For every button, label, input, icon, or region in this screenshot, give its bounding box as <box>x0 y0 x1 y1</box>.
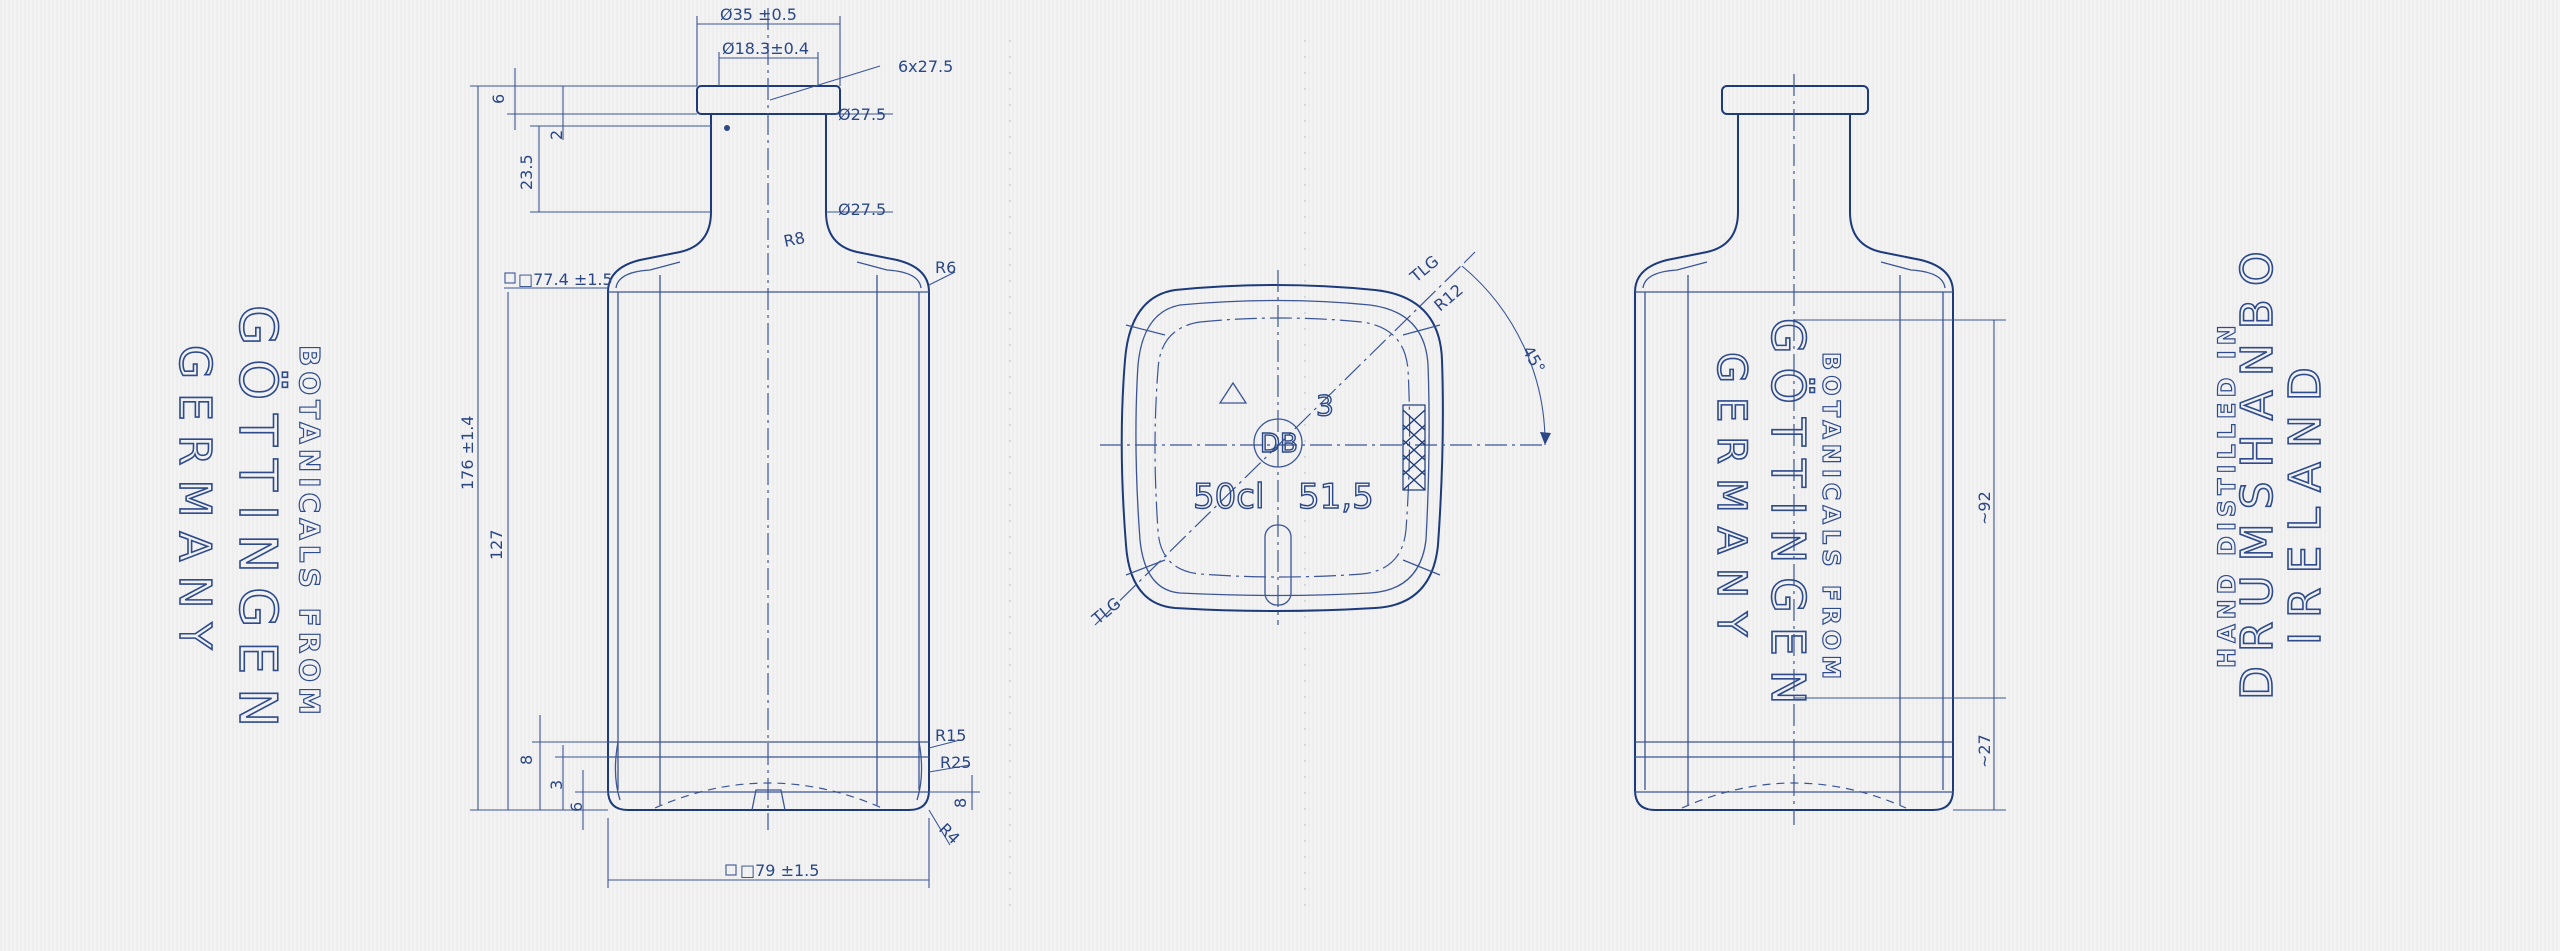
right-label-line3: IRELAND <box>2280 353 2331 645</box>
top-volume: 50cl <box>1193 477 1264 517</box>
right-label-line1: HAND DISTILLED IN <box>2213 320 2241 668</box>
right-label: HAND DISTILLED IN DRUMSHANBO IRELAND <box>2212 236 2331 700</box>
dim-cap-diameter: Ø35 ±0.5 <box>720 5 797 24</box>
side-dim-base: ~27 <box>1975 734 1994 768</box>
top-tlg: TLG <box>1406 252 1443 287</box>
top-code: DB <box>1260 429 1298 459</box>
side-label-line1: BOTANICALS FROM <box>1817 352 1845 684</box>
side-view: ~92 ~27 BOTANICALS FROM GÖTTINGEN GERMAN… <box>1634 74 2006 825</box>
top-view: 45° TLG R12 TLG 3 DB 50cl 51,5 <box>1088 252 1551 629</box>
mould-seam <box>1402 404 1426 491</box>
side-label-line3: GERMANY <box>1708 352 1754 650</box>
code-circle <box>1253 418 1303 468</box>
top-mould-no: 3 <box>1316 389 1334 422</box>
dim-base-square: □79 ±1.5 <box>740 861 819 880</box>
left-label-line3: GERMANY <box>169 345 220 663</box>
dim-base-ring: 8 <box>517 755 536 765</box>
shoulder-inner <box>615 261 922 289</box>
dim-lip: 2 <box>547 130 566 140</box>
dim-base-8: 8 <box>951 798 970 808</box>
bottle-outline <box>607 114 930 811</box>
angle-arc <box>1461 265 1546 446</box>
mould-dot <box>724 125 730 131</box>
left-label: BOTANICALS FROM GÖTTINGEN GERMANY <box>168 304 326 742</box>
dim-thread: 6x27.5 <box>898 57 953 76</box>
dim-shoulder-square: □77.4 ±1.5 <box>518 270 613 289</box>
side-cap <box>1721 85 1869 115</box>
dim-r25: R25 <box>940 753 971 772</box>
top-inner <box>1135 299 1430 597</box>
dim-base-6: 6 <box>567 802 586 812</box>
body-inner <box>617 292 920 790</box>
dim-r4: R4 <box>935 819 963 847</box>
top-tlg-bottom: TLG <box>1088 594 1125 629</box>
top-radius: R12 <box>1430 280 1466 315</box>
front-view: Ø35 ±0.5 Ø18.3±0.4 6x27.5 Ø27.5 Ø27.5 R8… <box>458 5 980 888</box>
top-corner-lines <box>1125 324 1441 576</box>
right-label-line2: DRUMSHANBO <box>2232 237 2283 700</box>
left-label-line2: GÖTTINGEN <box>227 305 288 741</box>
top-angle: 45° <box>1519 343 1550 377</box>
top-abv: 51,5 <box>1298 477 1374 517</box>
side-inner <box>1635 275 1953 805</box>
side-label-line2: GÖTTINGEN <box>1761 318 1815 718</box>
dim-neck-bottom: Ø27.5 <box>838 200 886 219</box>
dim-body-height: 127 <box>487 529 506 560</box>
top-outline <box>1120 284 1444 612</box>
base-bulge <box>614 741 923 801</box>
side-dim-label: ~92 <box>1975 491 1994 525</box>
dim-bore-diameter: Ø18.3±0.4 <box>722 39 809 58</box>
dim-neck-height: 23.5 <box>517 154 536 190</box>
dim-base-3: 3 <box>547 780 566 790</box>
dim-shoulder-radius: R8 <box>782 228 807 251</box>
dim-side-radius: R6 <box>935 258 956 277</box>
punt-notch <box>1264 524 1292 606</box>
top-chain <box>1154 317 1411 578</box>
top-diagonal <box>1094 261 1466 626</box>
left-label-line1: BOTANICALS FROM <box>293 345 326 720</box>
recycle-triangle-icon <box>1218 381 1248 404</box>
side-shoulder <box>1642 261 1946 289</box>
dim-neck-top: Ø27.5 <box>838 105 886 124</box>
dim-cap-height: 6 <box>489 94 508 104</box>
dim-r15: R15 <box>935 726 966 745</box>
dim-total-height: 176 ±1.4 <box>458 416 477 490</box>
panel-lines <box>659 275 878 805</box>
